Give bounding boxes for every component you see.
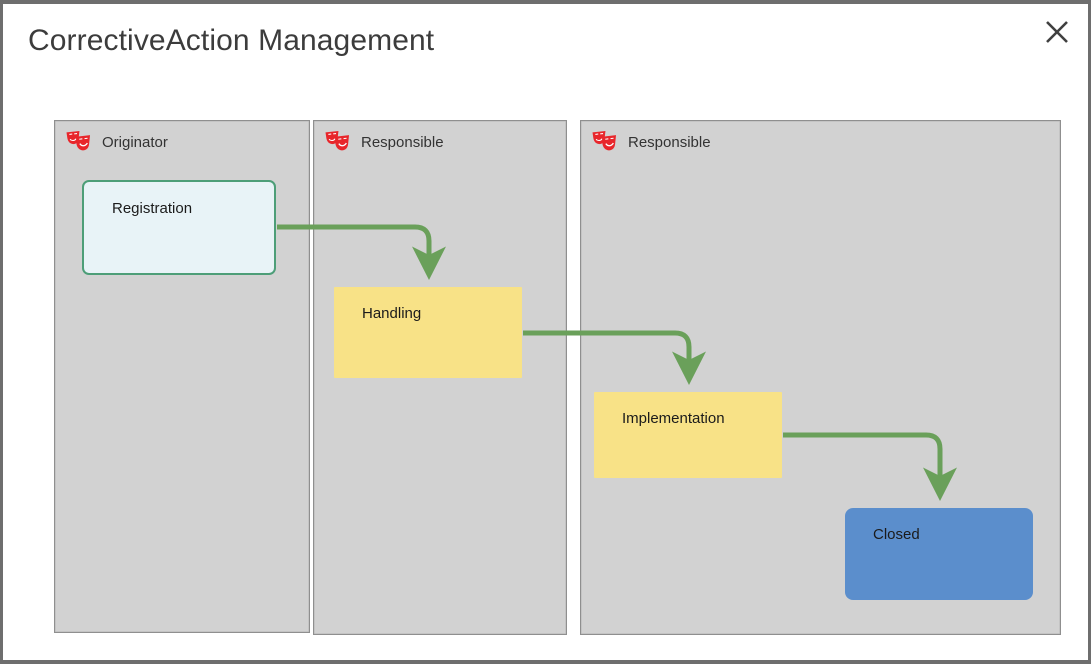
swimlane-header: Originator <box>55 121 168 163</box>
swimlane-label: Responsible <box>361 133 444 151</box>
node-label: Implementation <box>622 410 725 427</box>
close-button[interactable] <box>1039 14 1075 50</box>
node-handling[interactable]: Handling <box>334 287 522 378</box>
swimlane-header: Responsible <box>581 121 711 163</box>
node-registration[interactable]: Registration <box>82 180 276 275</box>
swimlane-header: Responsible <box>314 121 444 163</box>
page-title: CorrectiveAction Management <box>28 24 435 57</box>
swimlane-label: Responsible <box>628 133 711 151</box>
node-label: Registration <box>112 200 193 217</box>
node-closed[interactable]: Closed <box>845 508 1033 600</box>
swimlane-label: Originator <box>102 133 168 151</box>
close-icon <box>1044 19 1070 45</box>
node-label: Handling <box>362 305 422 322</box>
theater-masks-icon <box>592 130 617 151</box>
node-label: Closed <box>873 526 920 543</box>
theater-masks-icon <box>66 130 91 151</box>
node-implementation[interactable]: Implementation <box>594 392 782 478</box>
theater-masks-icon <box>325 130 350 151</box>
